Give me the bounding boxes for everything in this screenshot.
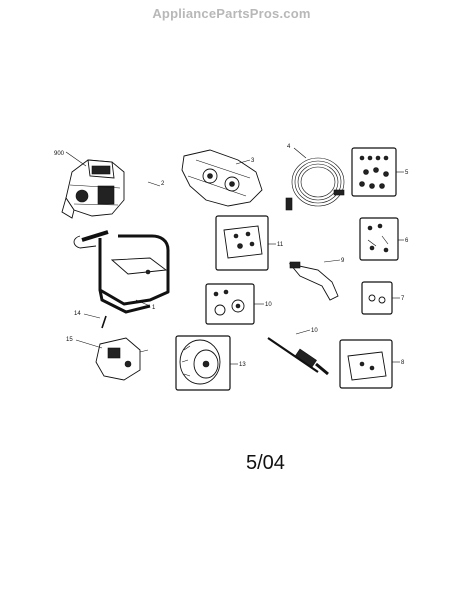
pump-part [95, 337, 149, 381]
callout-12: 10 [265, 302, 272, 308]
leader-3 [235, 159, 251, 165]
date-code: 5/04 [246, 452, 285, 474]
leader-14 [83, 313, 101, 319]
callout-900: 900 [54, 151, 65, 157]
leader-4 [293, 147, 307, 159]
leader-9 [323, 259, 341, 263]
parts-kit-11 [215, 215, 269, 271]
callout-11: 11 [277, 242, 284, 248]
watermark: AppliancePartsPros.com [152, 6, 311, 21]
leader-2 [147, 181, 161, 187]
leader-1 [135, 299, 151, 307]
callout-14: 14 [74, 311, 81, 317]
spray-lance-part [267, 337, 329, 376]
callout-15: 15 [66, 337, 73, 343]
parts-kit-6 [359, 217, 399, 261]
callout-7: 7 [401, 296, 405, 302]
fittings-kit-5 [351, 147, 397, 197]
hose-part [126, 187, 204, 218]
frame-part [73, 230, 170, 314]
parts-kit-7 [361, 281, 393, 315]
parts-kit-8 [339, 339, 393, 389]
leader-15 [75, 339, 103, 349]
callout-3: 3 [251, 158, 255, 164]
leader-900 [65, 151, 87, 167]
engine-part [61, 159, 125, 219]
coiled-hose-part [285, 157, 345, 211]
parts-kit-12 [205, 283, 255, 325]
leader-10 [295, 329, 311, 335]
callout-13: 13 [239, 362, 246, 368]
spray-gun-part [288, 261, 339, 301]
callout-6: 6 [405, 238, 409, 244]
callout-1: 1 [152, 305, 156, 311]
callout-4: 4 [287, 144, 291, 150]
callout-9: 9 [341, 258, 345, 264]
callout-8: 8 [401, 360, 405, 366]
pin-part [101, 315, 107, 329]
manifold-part [181, 149, 263, 207]
callout-2: 2 [161, 181, 165, 187]
callout-5: 5 [405, 170, 409, 176]
wheel-part [175, 335, 231, 391]
callout-10: 10 [311, 328, 318, 334]
